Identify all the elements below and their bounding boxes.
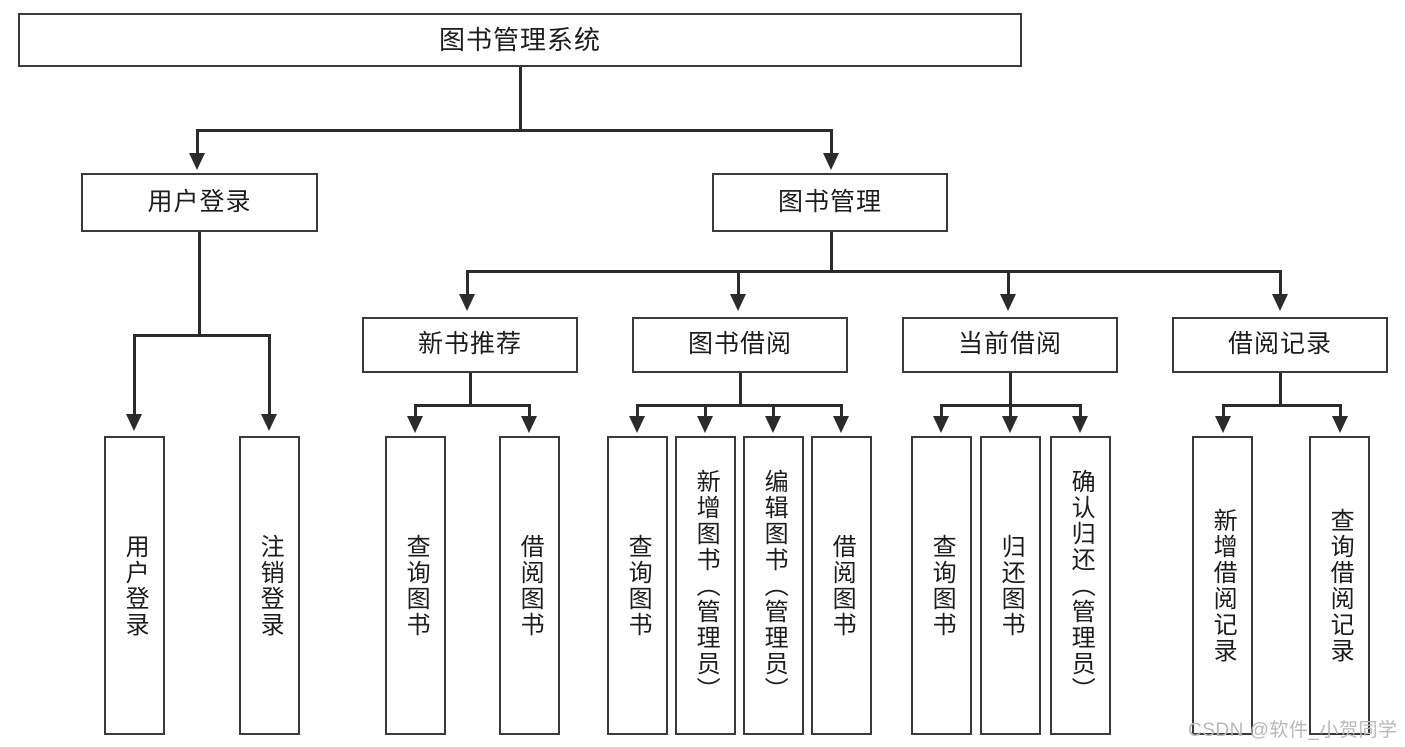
arrowhead-leaf-return-book <box>1002 416 1018 433</box>
node-label: 查询借阅记录 <box>1326 507 1354 664</box>
connector-level3-drop-3 <box>1007 270 1010 296</box>
arrowhead-leaf-edit-book <box>765 416 781 433</box>
connector-level3-drop-4 <box>1279 270 1282 296</box>
leaf-return-book[interactable]: 归还图书 <box>980 436 1041 735</box>
connector-user-login-bus <box>133 334 270 337</box>
connector-current-borrow-drop-2 <box>1009 404 1012 418</box>
node-label: 借阅记录 <box>1227 330 1332 359</box>
connector-new-book-stem <box>469 373 472 406</box>
node-label: 查询图书 <box>402 533 430 638</box>
arrowhead-leaf-query-book-1 <box>407 416 423 433</box>
arrowhead-leaf-add-record <box>1215 416 1231 433</box>
node-label: 用户登录 <box>121 533 149 638</box>
node-label: 注销登录 <box>256 533 284 638</box>
node-label: 图书管理系统 <box>438 24 601 55</box>
arrowhead-leaf-query-book-3 <box>933 416 949 433</box>
leaf-query-book-current[interactable]: 查询图书 <box>911 436 972 735</box>
leaf-confirm-return-admin[interactable]: 确认归还（管理员） <box>1050 436 1111 735</box>
leaf-add-borrow-record[interactable]: 新增借阅记录 <box>1192 436 1253 735</box>
connector-current-borrow-stem <box>1009 373 1012 406</box>
connector-borrow-record-bus <box>1222 404 1342 407</box>
arrowhead-borrow-record <box>1272 294 1288 311</box>
connector-level2-bus <box>196 129 833 132</box>
arrowhead-leaf-query-book-2 <box>629 416 645 433</box>
arrowhead-leaf-query-record <box>1332 416 1348 433</box>
connector-borrow-record-drop-1 <box>1222 404 1225 418</box>
node-label: 借阅图书 <box>828 533 856 638</box>
node-label: 新书推荐 <box>417 330 522 359</box>
arrowhead-leaf-confirm-return <box>1072 416 1088 433</box>
leaf-borrow-book-recommend[interactable]: 借阅图书 <box>499 436 560 735</box>
leaf-query-book-borrow[interactable]: 查询图书 <box>607 436 668 735</box>
connector-current-borrow-drop-1 <box>940 404 943 418</box>
node-label: 新增借阅记录 <box>1209 507 1237 664</box>
leaf-user-login[interactable]: 用户登录 <box>104 436 165 735</box>
arrowhead-leaf-borrow-book-1 <box>521 416 537 433</box>
node-label: 图书管理 <box>777 187 882 216</box>
arrowhead-leaf-borrow-book-2 <box>833 416 849 433</box>
connector-root-stem <box>519 67 522 130</box>
leaf-edit-book-admin[interactable]: 编辑图书（管理员） <box>743 436 804 735</box>
connector-borrow-record-stem <box>1279 373 1282 406</box>
leaf-add-book-admin[interactable]: 新增图书（管理员） <box>675 436 736 735</box>
node-borrow-record[interactable]: 借阅记录 <box>1172 317 1388 373</box>
node-label: 归还图书 <box>997 533 1025 638</box>
leaf-logout[interactable]: 注销登录 <box>239 436 300 735</box>
arrowhead-new-book-recommend <box>459 294 475 311</box>
connector-borrow-record-drop-2 <box>1339 404 1342 418</box>
connector-book-borrow-stem <box>739 373 742 406</box>
node-label: 借阅图书 <box>516 533 544 638</box>
connector-user-login-stem <box>198 232 201 336</box>
arrowhead-book-borrow <box>730 294 746 311</box>
connector-level3-drop-1 <box>466 270 469 296</box>
node-root-library-system[interactable]: 图书管理系统 <box>18 13 1022 67</box>
connector-new-book-drop-1 <box>414 404 417 418</box>
connector-user-login-drop-1 <box>133 334 136 416</box>
connector-book-borrow-drop-1 <box>636 404 639 418</box>
arrowhead-user-login <box>189 153 205 170</box>
node-label: 当前借阅 <box>957 330 1062 359</box>
node-label: 查询图书 <box>624 533 652 638</box>
connector-user-login-drop-2 <box>268 334 271 416</box>
connector-new-book-drop-2 <box>528 404 531 418</box>
connector-current-borrow-drop-3 <box>1079 404 1082 418</box>
arrowhead-current-borrow <box>1000 294 1016 311</box>
connector-level3-bus <box>466 270 1282 273</box>
node-label: 图书借阅 <box>687 330 792 359</box>
connector-book-borrow-bus <box>636 404 843 407</box>
node-book-borrow[interactable]: 图书借阅 <box>632 317 848 373</box>
connector-book-manage-stem <box>830 232 833 272</box>
node-label: 确认归还（管理员） <box>1067 468 1095 703</box>
connector-book-borrow-drop-3 <box>772 404 775 418</box>
node-user-login[interactable]: 用户登录 <box>81 173 318 232</box>
leaf-query-book-recommend[interactable]: 查询图书 <box>385 436 446 735</box>
node-label: 新增图书（管理员） <box>692 468 720 703</box>
csdn-watermark: CSDN @软件_小贺同学 <box>1188 720 1398 741</box>
node-label: 用户登录 <box>147 187 252 216</box>
node-new-book-recommend[interactable]: 新书推荐 <box>362 317 578 373</box>
connector-book-borrow-drop-4 <box>840 404 843 418</box>
arrowhead-leaf-logout <box>261 414 277 431</box>
arrowhead-book-manage <box>823 153 839 170</box>
arrowhead-leaf-add-book <box>697 416 713 433</box>
connector-book-borrow-drop-2 <box>704 404 707 418</box>
connector-level3-drop-2 <box>737 270 740 296</box>
arrowhead-leaf-user-login <box>126 414 142 431</box>
connector-drop-book-manage <box>830 129 833 155</box>
connector-new-book-bus <box>414 404 531 407</box>
node-label: 编辑图书（管理员） <box>760 468 788 703</box>
leaf-query-borrow-record[interactable]: 查询借阅记录 <box>1309 436 1370 735</box>
leaf-borrow-book[interactable]: 借阅图书 <box>811 436 872 735</box>
node-label: 查询图书 <box>928 533 956 638</box>
node-current-borrow[interactable]: 当前借阅 <box>902 317 1118 373</box>
connector-drop-user-login <box>196 129 199 155</box>
node-book-management[interactable]: 图书管理 <box>712 173 948 232</box>
